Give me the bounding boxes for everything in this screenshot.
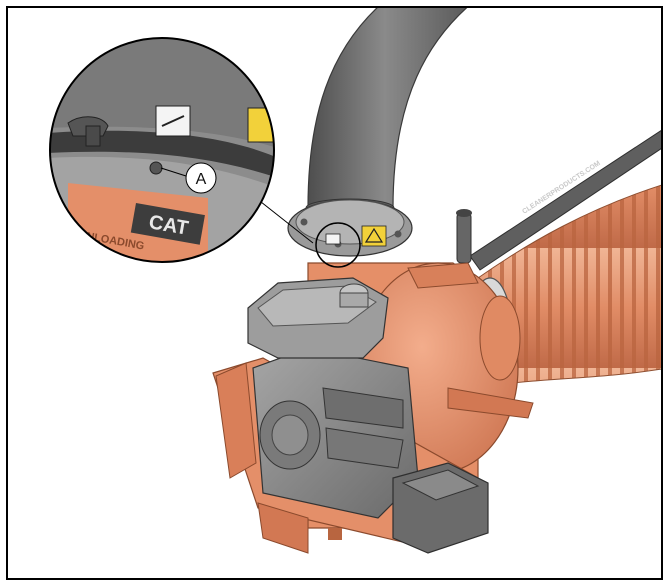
callout-label: A xyxy=(196,171,207,188)
detail-indicator-circle xyxy=(315,222,361,268)
fuel-tank xyxy=(392,462,489,554)
zoom-bolt xyxy=(149,161,163,175)
figure-frame: CLEANERPRODUCTS.COM xyxy=(6,6,663,580)
warning-triangle-icon xyxy=(361,225,387,247)
discharge-tube xyxy=(305,8,468,218)
machine-illustration: CLEANERPRODUCTS.COM xyxy=(49,8,661,554)
zoom-detail: UNLOADING CAT xyxy=(49,37,275,263)
air-cleaner-cover xyxy=(247,277,389,359)
engine xyxy=(252,347,419,519)
wrench-decal-icon xyxy=(325,233,341,245)
tube-flange xyxy=(287,199,413,257)
callout-a: A xyxy=(160,162,217,194)
zoom-leader-line xyxy=(255,197,314,244)
